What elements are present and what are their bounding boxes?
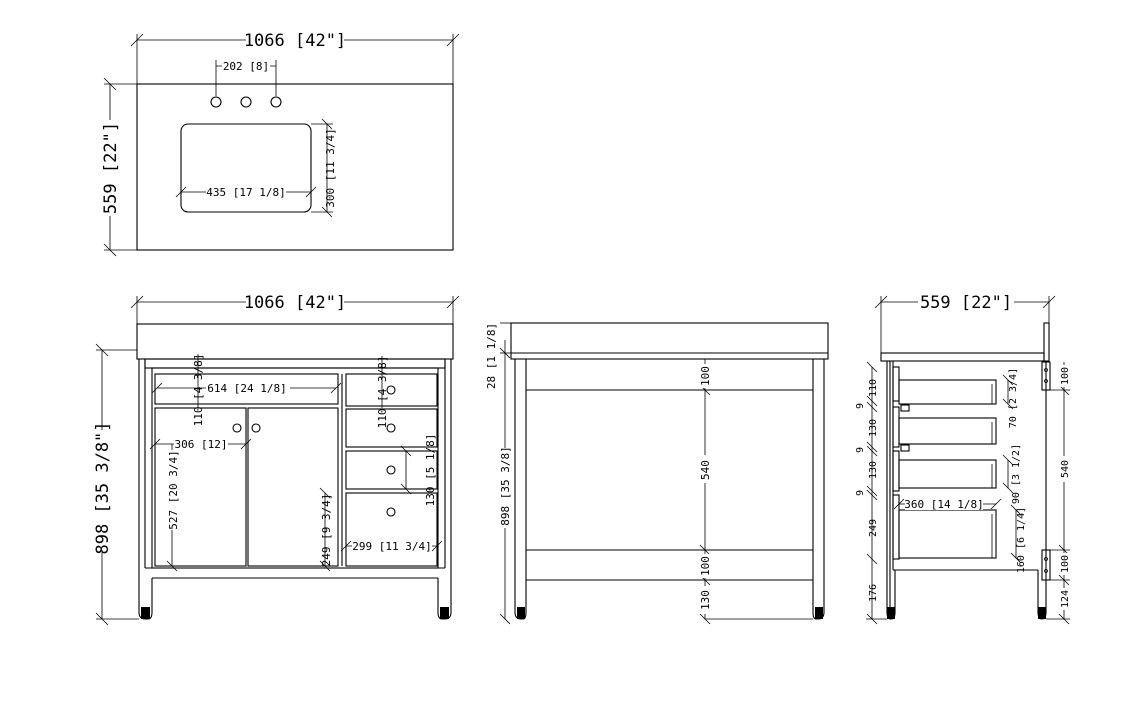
front-door-height-label: 527 [20 3/4] xyxy=(167,450,180,529)
side-drawer-box-1 xyxy=(898,379,997,405)
side-d4-front-label: 249 xyxy=(868,519,879,537)
front-width-label: 1066 [42"] xyxy=(244,293,346,313)
front-drawer3-height-dimension: 130 [5 1/8] xyxy=(400,434,437,507)
front-drawer-right-height-label: 110 [4 3/8] xyxy=(376,356,389,429)
front-drawer-right-3 xyxy=(345,450,438,490)
countertop-outline xyxy=(136,83,454,251)
faucet-hole-right xyxy=(270,96,282,108)
hole-spacing-label: 202 [8] xyxy=(223,60,269,73)
side-d4-box-label: 160 [6 1/4] xyxy=(1016,507,1027,573)
hole-spacing-dimension: 202 [8] xyxy=(215,59,277,96)
side-leg-front xyxy=(886,361,896,620)
back-view: 28 [1 1/8] 898 [35 3/8] 100 540 100 130 xyxy=(485,322,829,625)
front-door-right xyxy=(247,407,339,567)
front-door-left xyxy=(154,407,247,567)
side-countertop xyxy=(880,352,1045,362)
top-width-label: 1066 [42"] xyxy=(244,31,346,51)
front-countertop xyxy=(136,323,454,360)
side-rear-bottom-label: 100 xyxy=(1060,555,1071,573)
side-gap2-label: 9 xyxy=(855,447,866,453)
side-drawer-depth-label: 360 [14 1/8] xyxy=(904,498,983,511)
front-width-dimension: 1066 [42"] xyxy=(130,292,460,324)
faucet-hole-center xyxy=(240,96,252,108)
sink-depth-label: 300 [11 3/4] xyxy=(324,128,337,207)
front-height-label: 898 [35 3/8"] xyxy=(93,421,113,554)
side-rear-panel-label: 540 xyxy=(1060,460,1071,478)
side-leg-front-label: 176 xyxy=(868,584,879,602)
front-drawer4-height-label: 249 [9 3/4] xyxy=(320,494,333,567)
front-door-width-label: 306 [12] xyxy=(175,438,228,451)
side-view: 559 [22"] 110 9 130 9 130 9 249 176 xyxy=(855,292,1071,625)
front-drawer-right-4 xyxy=(345,492,438,567)
side-width-dimension: 559 [22"] xyxy=(874,292,1056,353)
back-bottom-rail-label: 100 xyxy=(699,556,712,576)
front-view: 1066 [42"] 898 [35 3/8"] 110 [4 3/8] 614… xyxy=(92,292,460,626)
top-width-dimension: 1066 [42"] xyxy=(130,30,460,84)
sink-cutout xyxy=(180,123,312,213)
top-view: 1066 [42"] 559 [22"] 202 [8] 435 [17 xyxy=(100,30,460,257)
front-right-column-width-dimension: 299 [11 3/4] xyxy=(340,539,443,553)
front-drawer-right-height-dimension: 110 [4 3/8] xyxy=(376,356,389,429)
back-leg-label: 130 xyxy=(699,590,712,610)
front-height-dimension: 898 [35 3/8"] xyxy=(92,343,139,626)
side-width-label: 559 [22"] xyxy=(920,293,1012,313)
side-d2-front-label: 130 xyxy=(868,419,879,437)
back-vertical-dimension: 100 540 100 130 xyxy=(698,359,813,625)
sink-width-label: 435 [17 1/8] xyxy=(206,186,285,199)
side-d1-front-label: 110 xyxy=(868,379,879,397)
side-box-dimensions: 70 [2 3/4] 90 [3 1/2] 160 [6 1/4] xyxy=(1002,368,1027,573)
back-top-thickness-dimension: 28 [1 1/8] xyxy=(485,322,511,389)
front-drawer-right-2 xyxy=(345,408,438,448)
back-countertop xyxy=(510,322,829,360)
side-gap1-label: 9 xyxy=(855,403,866,409)
front-drawer4-height-dimension: 249 [9 3/4] xyxy=(319,487,333,572)
side-rear-top-label: 100 xyxy=(1060,367,1071,385)
top-depth-label: 559 [22"] xyxy=(101,122,121,214)
back-top-thickness-label: 28 [1 1/8] xyxy=(485,323,498,389)
side-d3-front-label: 130 xyxy=(868,461,879,479)
side-backsplash xyxy=(1043,322,1050,362)
faucet-hole-left xyxy=(210,96,222,108)
sink-width-dimension: 435 [17 1/8] xyxy=(175,185,317,199)
front-cabinet-top-band xyxy=(144,358,446,369)
front-drawer-top-height-label: 110 [4 3/8] xyxy=(192,354,205,427)
front-drawer-left-width-label: 614 [24 1/8] xyxy=(207,382,286,395)
sink-depth-dimension: 300 [11 3/4] xyxy=(311,118,337,218)
front-drawer-top-height-dimension: 110 [4 3/8] xyxy=(192,354,205,427)
side-drawer-depth-dimension: 360 [14 1/8] xyxy=(893,497,1002,511)
front-drawer-left xyxy=(154,373,339,405)
front-drawer-left-width-dimension: 614 [24 1/8] xyxy=(151,381,342,395)
back-top-rail-label: 100 xyxy=(699,366,712,386)
back-height-label: 898 [35 3/8] xyxy=(499,446,512,525)
side-d1-box-label: 70 [2 3/4] xyxy=(1008,368,1019,428)
side-gap3-label: 9 xyxy=(855,490,866,496)
back-panel-label: 540 xyxy=(699,460,712,480)
side-drawer-box-4 xyxy=(898,509,997,559)
side-rear-rail-top xyxy=(1041,361,1051,391)
side-rear-leg-label: 124 xyxy=(1060,590,1071,608)
back-leg-right xyxy=(812,359,825,620)
side-front-dimensions: 110 9 130 9 130 9 249 176 xyxy=(855,361,887,625)
back-leg-left xyxy=(514,359,527,620)
side-drawer-box-2 xyxy=(898,417,997,445)
side-d3-box-label: 90 [3 1/2] xyxy=(1011,444,1022,504)
front-drawer3-height-label: 130 [5 1/8] xyxy=(424,434,437,507)
side-rear-dimensions: 100 540 100 124 xyxy=(1046,362,1071,625)
side-drawer-box-3 xyxy=(898,459,997,489)
front-drawer-right-1 xyxy=(345,373,438,407)
front-door-height-dimension: 527 [20 3/4] xyxy=(162,444,180,572)
front-door-width-dimension: 306 [12] xyxy=(149,437,252,451)
side-rear-rail-bottom xyxy=(1041,549,1051,581)
top-depth-dimension: 559 [22"] xyxy=(100,77,137,257)
front-right-column-width-label: 299 [11 3/4] xyxy=(352,540,431,553)
back-height-dimension: 898 [35 3/8] xyxy=(496,359,512,625)
